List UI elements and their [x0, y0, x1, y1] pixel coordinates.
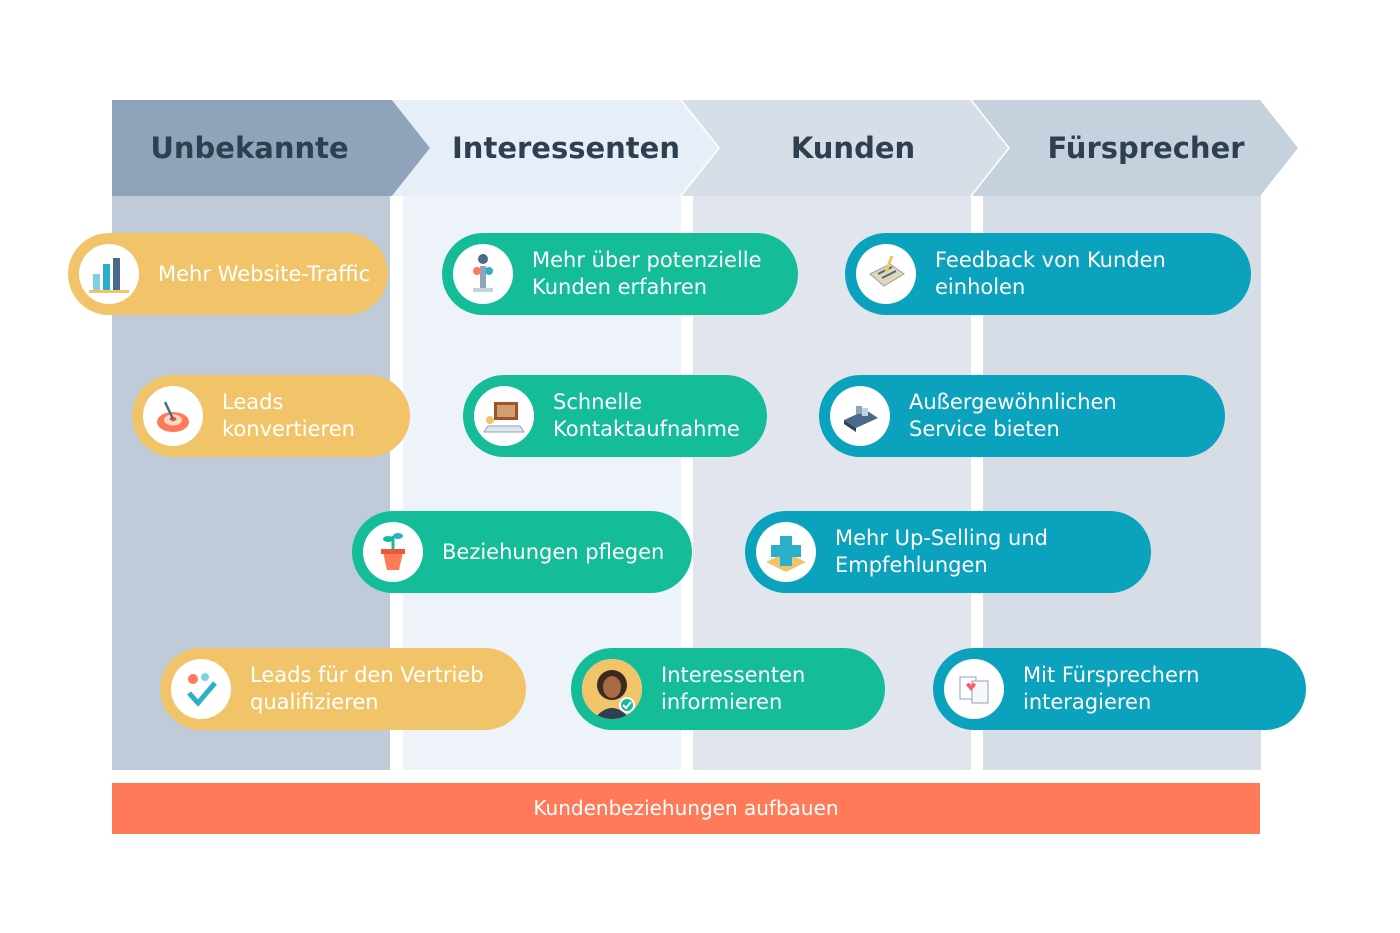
stage-fuersprecher: Fürsprecher: [972, 100, 1302, 196]
goal-label: Schnelle Kontaktaufnahme: [553, 390, 740, 441]
stage-label: Kunden: [790, 131, 916, 165]
service-bell-icon: [830, 386, 890, 446]
goal-schnelle-kontaktaufnahme: Schnelle Kontaktaufnahme: [463, 375, 767, 457]
goal-mehr-ueber-kunden-erfahren: Mehr über potenzielle Kunden erfahren: [442, 233, 798, 315]
target-icon: [143, 386, 203, 446]
goal-label: Leads konvertieren: [222, 390, 355, 441]
goal-interessenten-informieren: Interessenten informieren: [571, 648, 885, 730]
goal-mehr-website-traffic: Mehr Website-Traffic: [68, 233, 388, 315]
goal-label: Beziehungen pflegen: [442, 539, 665, 564]
stage-label: Fürsprecher: [1047, 131, 1245, 165]
goal-label: Mehr Up-Selling und Empfehlungen: [835, 526, 1048, 577]
laptop-icon: [474, 386, 534, 446]
goal-label: Leads für den Vertrieb qualifizieren: [250, 663, 484, 714]
goal-feedback-einholen: Feedback von Kunden einholen: [845, 233, 1251, 315]
heart-card-icon: [944, 659, 1004, 719]
chart-icon: [79, 244, 139, 304]
goal-leads-qualifizieren: Leads für den Vertrieb qualifizieren: [160, 648, 526, 730]
chevron-shape: [112, 100, 430, 196]
plus-icon: [756, 522, 816, 582]
goal-label: Interessenten informieren: [661, 663, 806, 714]
plant-icon: [363, 522, 423, 582]
goal-label: Mehr über potenzielle Kunden erfahren: [532, 248, 762, 299]
goal-leads-konvertieren: Leads konvertieren: [132, 375, 410, 457]
goal-label: Mit Fürsprechern interagieren: [1023, 663, 1200, 714]
goal-beziehungen-pflegen: Beziehungen pflegen: [352, 511, 692, 593]
avatar-icon: [582, 659, 642, 719]
stage-interessenten: Interessenten: [392, 100, 722, 196]
goal-mit-fuersprechern-interagieren: Mit Fürsprechern interagieren: [933, 648, 1306, 730]
stage-label: Unbekannte: [150, 131, 349, 165]
chevron-shape: [972, 100, 1298, 196]
goal-aussergewoehnlichen-service: Außergewöhnlichen Service bieten: [819, 375, 1225, 457]
goal-up-selling-empfehlungen: Mehr Up-Selling und Empfehlungen: [745, 511, 1151, 593]
stage-label: Interessenten: [452, 131, 680, 165]
footer-bar: Kundenbeziehungen aufbauen: [112, 783, 1260, 834]
figure-icon: [453, 244, 513, 304]
checklist-icon: [171, 659, 231, 719]
stage-unbekannte: Unbekannte: [112, 100, 432, 196]
goal-label: Mehr Website-Traffic: [158, 261, 371, 286]
clipboard-icon: [856, 244, 916, 304]
goal-label: Außergewöhnlichen Service bieten: [909, 390, 1117, 441]
chevron-shape: [392, 100, 718, 196]
goal-label: Feedback von Kunden einholen: [935, 248, 1166, 299]
chevron-shape: [682, 100, 1008, 196]
stage-kunden: Kunden: [682, 100, 1012, 196]
